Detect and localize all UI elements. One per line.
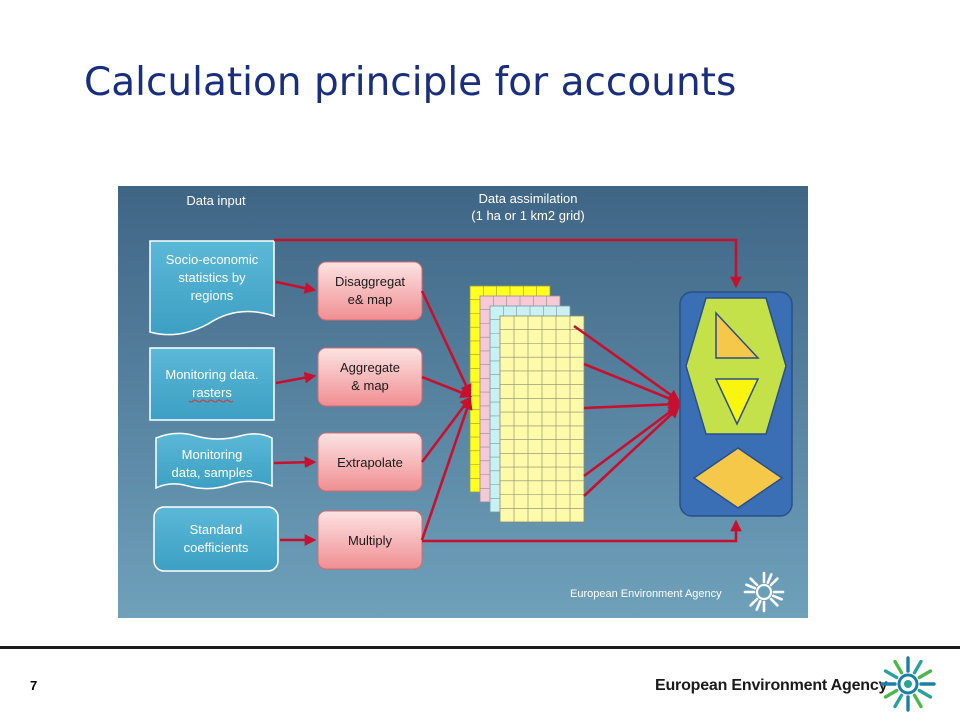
process-aggregate-line2: & map bbox=[351, 378, 389, 393]
arrow-grid-to-accounts-3 bbox=[583, 398, 681, 411]
diagram-watermark-logo bbox=[743, 571, 785, 613]
input-socio-economic-line1: Socio-economic bbox=[166, 252, 259, 267]
header-data-assimilation: Data assimilation bbox=[479, 191, 578, 206]
arrow-input3-to-extrapolate bbox=[273, 456, 317, 469]
page-number: 7 bbox=[30, 678, 38, 693]
input-socio-economic-line3: regions bbox=[191, 288, 234, 303]
grid-layer-cream bbox=[499, 315, 585, 523]
accounts-diamond bbox=[692, 447, 784, 509]
slide-title: Calculation principle for accounts bbox=[84, 60, 737, 105]
process-aggregate: Aggregate & map bbox=[317, 347, 423, 407]
grid-stack bbox=[469, 285, 585, 523]
process-multiply: Multiply bbox=[317, 510, 423, 570]
input-standard-coefficients: Standard coefficients bbox=[153, 506, 279, 572]
input-monitoring-rasters-line1: Monitoring data. bbox=[165, 367, 258, 382]
accounts-triangle-right bbox=[715, 311, 760, 359]
process-extrapolate-line1: Extrapolate bbox=[337, 455, 403, 470]
flow-arrows bbox=[273, 238, 742, 546]
diagram-watermark-text: European Environment Agency bbox=[570, 588, 722, 600]
input-monitoring-samples: Monitoring data, samples bbox=[155, 432, 273, 490]
calculation-diagram: Data input Data assimilation (1 ha or 1 … bbox=[118, 186, 808, 618]
arrow-aggregate-to-grid bbox=[421, 375, 473, 398]
input-monitoring-samples-line2: data, samples bbox=[172, 465, 253, 480]
input-socio-economic-line2: statistics by bbox=[178, 270, 246, 285]
accounts-panel bbox=[679, 291, 793, 517]
spellcheck-underline bbox=[188, 399, 234, 403]
arrow-grid-to-accounts-2 bbox=[583, 362, 681, 404]
process-disaggregate: Disaggregat e& map bbox=[317, 261, 423, 321]
header-grid-resolution: (1 ha or 1 km2 grid) bbox=[471, 208, 584, 223]
arrow-input1-to-disaggregate bbox=[275, 280, 317, 294]
input-monitoring-samples-line1: Monitoring bbox=[182, 447, 243, 462]
arrow-grid-to-accounts-5 bbox=[583, 406, 680, 497]
accounts-hexagon bbox=[685, 297, 787, 435]
arrow-grid-to-accounts-1 bbox=[573, 324, 680, 402]
accounts-triangle-down bbox=[714, 378, 760, 426]
process-multiply-line1: Multiply bbox=[348, 533, 393, 548]
arrow-multiply-to-grid bbox=[420, 397, 473, 541]
process-extrapolate: Extrapolate bbox=[317, 432, 423, 492]
process-disaggregate-line2: e& map bbox=[348, 292, 393, 307]
arrow-disaggregate-to-grid bbox=[420, 290, 472, 397]
footer-brand: European Environment Agency bbox=[655, 677, 888, 694]
process-aggregate-line1: Aggregate bbox=[340, 360, 400, 375]
input-monitoring-rasters-line2: rasters bbox=[192, 385, 232, 400]
input-monitoring-rasters: Monitoring data. rasters bbox=[149, 347, 275, 421]
input-standard-coefficients-line1: Standard bbox=[190, 522, 243, 537]
arrow-input2-to-aggregate bbox=[275, 371, 317, 385]
input-socio-economic: Socio-economic statistics by regions bbox=[149, 240, 275, 336]
input-standard-coefficients-line2: coefficients bbox=[184, 540, 249, 555]
footer-divider bbox=[0, 646, 960, 649]
arrow-grid-to-accounts-4 bbox=[583, 404, 680, 478]
header-data-input: Data input bbox=[186, 193, 246, 208]
process-disaggregate-line1: Disaggregat bbox=[335, 274, 405, 289]
arrow-bypass-top bbox=[274, 238, 742, 289]
arrow-bypass-bottom bbox=[422, 519, 742, 543]
eea-logo-icon bbox=[878, 654, 938, 719]
